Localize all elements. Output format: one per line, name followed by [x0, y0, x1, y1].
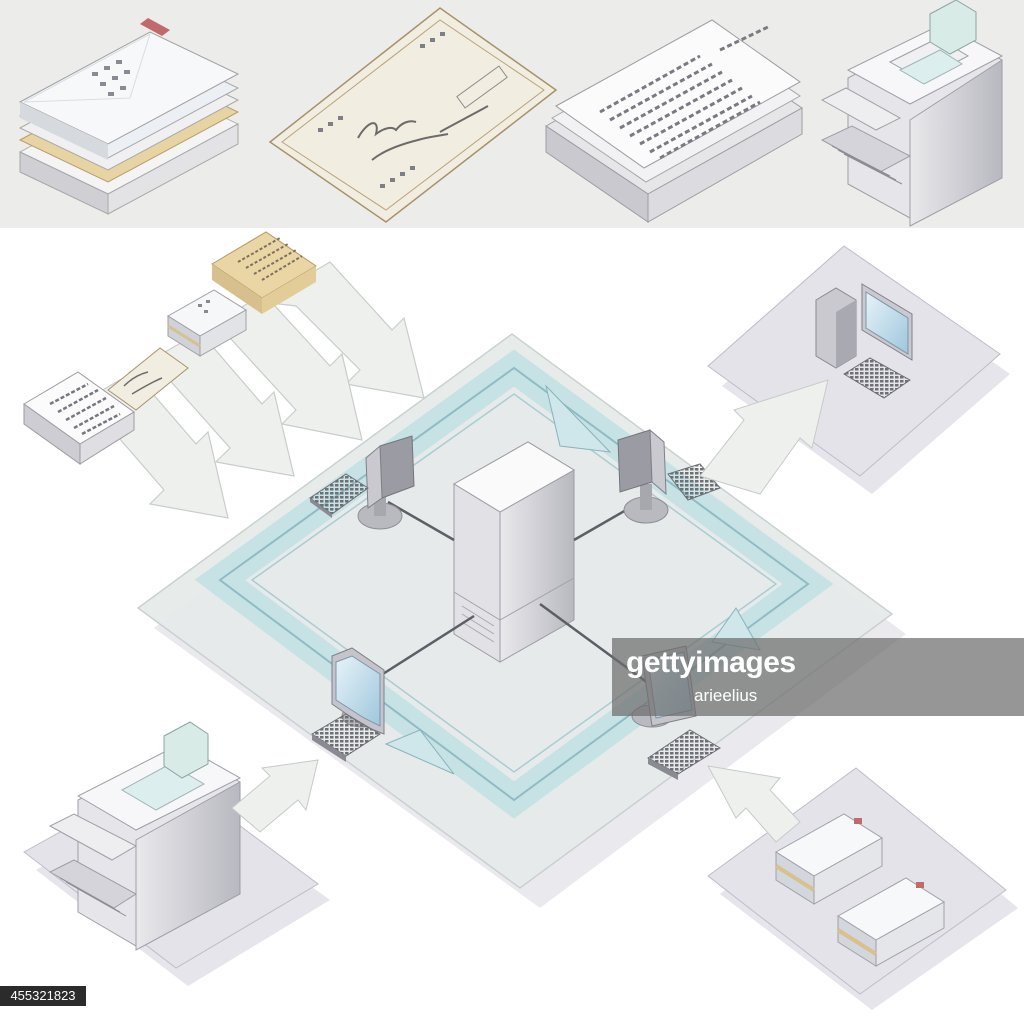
glass-loop: [194, 349, 834, 819]
watermark-credit: arieelius: [694, 686, 758, 705]
envelope-stack-icon: [774, 813, 945, 967]
envelope-stack-icon: [18, 18, 240, 215]
document-stack-icon: [23, 371, 135, 465]
panel-arrow: [231, 759, 319, 833]
desktop-computer-icon: [815, 283, 913, 399]
panel-arrow: [707, 765, 801, 843]
image-id-badge: 455321823: [0, 986, 86, 1006]
document-stack-icon: [211, 231, 317, 314]
scanner-icon: [820, 0, 1004, 227]
check-icon: [268, 7, 558, 223]
workstation-icon: [311, 647, 385, 762]
scanner-icon: [48, 721, 242, 951]
envelope-stack-icon: [167, 289, 247, 357]
watermark-brand: gettyimages: [626, 646, 796, 679]
server-tower-icon: [453, 441, 575, 663]
document-stack-icon: [545, 19, 803, 223]
panel-arrow: [699, 379, 829, 495]
workstation-icon: [309, 435, 415, 530]
check-icon: [107, 347, 189, 411]
watermark-logo: gettyimages arieelius: [612, 638, 1024, 716]
